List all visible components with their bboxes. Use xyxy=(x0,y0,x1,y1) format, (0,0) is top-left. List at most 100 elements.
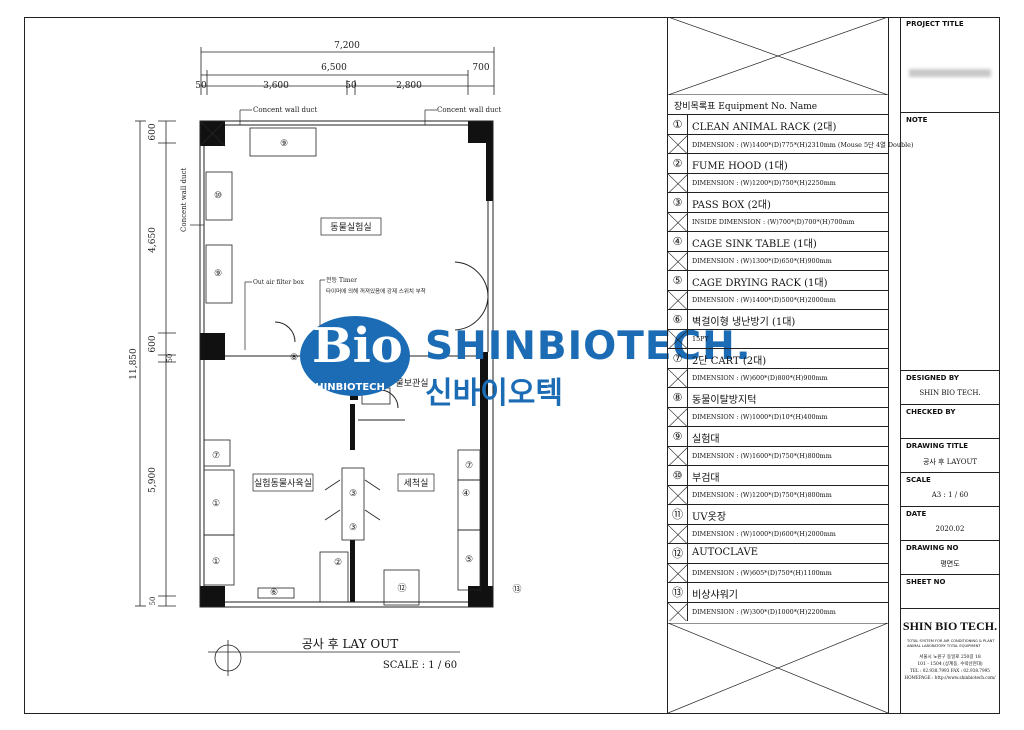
dim-left-bottom: 50 xyxy=(149,597,157,606)
plan-scale: SCALE : 1 / 60 xyxy=(383,660,457,671)
dim-left-mid-a: 600 xyxy=(148,335,158,352)
date-value: 2020.02 xyxy=(935,525,965,533)
equipment-number: ① xyxy=(668,115,688,134)
equipment-number: ⑦ xyxy=(668,349,688,368)
drawing-no-label: DRAWING NO xyxy=(906,544,959,552)
timer-title: 전등 Timer xyxy=(326,276,357,284)
equipment-number: ④ xyxy=(668,232,688,251)
equipment-name: 실험대 xyxy=(692,434,720,445)
equipment-dimension-row: DIMENSION : (W)1200*(D)750*(H)2250mm xyxy=(668,172,888,192)
cross-mark-icon xyxy=(668,251,688,270)
cross-mark-icon xyxy=(668,173,688,192)
equipment-name-row: ⑤ CAGE DRYING RACK (1대) xyxy=(668,270,888,290)
timer-note: 타이머에 의해 꺼져있음에 강제 스위치 부착 xyxy=(326,287,426,295)
marker-8: ⑧ xyxy=(290,353,298,363)
equipment-name-row: ⑬ 비상샤워기 xyxy=(668,582,888,602)
drawing-no-value: 평면도 xyxy=(940,560,960,568)
marker-7b: ⑦ xyxy=(465,461,473,471)
dim-left-mid-b: 50 xyxy=(166,354,174,363)
dim-top-right: 700 xyxy=(472,63,489,73)
sheet-no-label: SHEET NO xyxy=(906,578,946,586)
cross-mark-icon xyxy=(668,134,688,153)
sheet-no-cell: SHEET NO xyxy=(901,575,999,609)
dim-top-first: 3,600 xyxy=(263,81,289,91)
room-label-wash: 세척실 xyxy=(404,478,429,489)
company-cell: SHIN BIO TECH. TOTAL SYSTEM FOR AIR COND… xyxy=(901,609,999,714)
equipment-table-header-cross xyxy=(668,17,888,95)
equipment-dimension-row: INSIDE DIMENSION : (W)700*(D)700*(H)700m… xyxy=(668,211,888,231)
equipment-number: ⑩ xyxy=(668,466,688,485)
dim-top-mid: 6,500 xyxy=(321,63,347,73)
company-tagline: TOTAL SYSTEM FOR AIR CONDITIONING & PLAN… xyxy=(907,639,995,648)
designed-by-value: SHIN BIO TECH. xyxy=(919,389,981,397)
equipment-dimension-row: DIMENSION : (W)1000*(D)10*(H)400mm xyxy=(668,406,888,426)
equipment-name: AUTOCLAVE xyxy=(692,547,759,558)
equipment-dimension-row: 15PY xyxy=(668,328,888,348)
marker-2: ② xyxy=(334,558,342,568)
company-logo: SHIN BIO TECH. xyxy=(902,619,998,633)
date-cell: DATE 2020.02 xyxy=(901,507,999,541)
equipment-number: ⑥ xyxy=(668,310,688,329)
duct-label-top-left: Concent wall duct xyxy=(253,106,317,114)
cross-mark-icon xyxy=(668,368,688,387)
dim-top-left-end: 50 xyxy=(195,81,207,91)
equipment-dimension: DIMENSION : (W)600*(D)800*(H)900mm xyxy=(692,373,828,382)
equipment-table-header: 장비목록표 Equipment No. Name xyxy=(674,102,818,112)
cross-mark-icon xyxy=(668,602,688,621)
dim-top-gap: 50 xyxy=(345,81,357,91)
equipment-dimension-row: DIMENSION : (W)600*(D)800*(H)900mm xyxy=(668,367,888,387)
equipment-name: CAGE DRYING RACK (1대) xyxy=(692,278,828,289)
equipment-number: ⑬ xyxy=(668,583,688,602)
company-address-2: 101 - 1504 (상계동, 수락산현대) xyxy=(917,662,983,667)
equipment-name-row: ⑫ AUTOCLAVE xyxy=(668,543,888,563)
equipment-number: ⑪ xyxy=(668,505,688,524)
equipment-number: ⑨ xyxy=(668,427,688,446)
marker-3a: ③ xyxy=(349,489,357,499)
scale-value: A3 : 1 / 60 xyxy=(931,491,969,499)
equipment-number: ⑤ xyxy=(668,271,688,290)
equipment-name: UV옷장 xyxy=(692,512,727,523)
marker-9b: ⑨ xyxy=(214,269,222,279)
project-title-blurred xyxy=(909,69,991,77)
project-title-label: PROJECT TITLE xyxy=(906,20,964,28)
equipment-dimension: DIMENSION : (W)605*(D)750*(H)1100mm xyxy=(692,568,832,577)
drawing-sheet xyxy=(24,17,1000,714)
company-homepage: HOMEPAGE : http://www.shinbiotech.com/ xyxy=(904,675,996,680)
marker-5: ⑤ xyxy=(465,555,473,565)
room-label-breeding: 실험동물사육실 xyxy=(254,478,312,489)
equipment-number: ② xyxy=(668,154,688,173)
scale-cell: SCALE A3 : 1 / 60 xyxy=(901,473,999,507)
equipment-name: PASS BOX (2대) xyxy=(692,200,771,211)
marker-1a: ① xyxy=(212,499,220,509)
duct-label-left: Concent wall duct xyxy=(180,168,188,232)
scale-label: SCALE xyxy=(906,476,931,484)
cross-mark-icon xyxy=(668,329,688,348)
equipment-name-row: ⑪ UV옷장 xyxy=(668,504,888,524)
equipment-dimension-row: DIMENSION : (W)300*(D)1000*(H)2200mm xyxy=(668,601,888,621)
equipment-dimension: INSIDE DIMENSION : (W)700*(D)700*(H)700m… xyxy=(692,217,855,226)
cross-mark-icon xyxy=(668,485,688,504)
title-block: PROJECT TITLE NOTE DESIGNED BY SHIN BIO … xyxy=(900,17,1000,714)
equipment-number: ⑧ xyxy=(668,388,688,407)
marker-4: ④ xyxy=(462,489,470,499)
cross-mark-icon xyxy=(668,290,688,309)
equipment-dimension-row: DIMENSION : (W)1400*(D)500*(H)2000mm xyxy=(668,289,888,309)
watermark-brand-kr: 신바이오텍 xyxy=(425,376,563,411)
equipment-name: CAGE SINK TABLE (1대) xyxy=(692,239,817,250)
equipment-table-footer-cross xyxy=(668,623,888,714)
date-label: DATE xyxy=(906,510,927,518)
equipment-dimension: DIMENSION : (W)1400*(D)775*(H)2310mm (Mo… xyxy=(692,140,914,149)
equipment-number: ⑫ xyxy=(668,544,688,563)
watermark-logo xyxy=(300,316,410,396)
equipment-name: 비상샤워기 xyxy=(692,590,738,601)
drawing-no-cell: DRAWING NO 평면도 xyxy=(901,541,999,575)
dim-left-top: 600 xyxy=(148,123,158,140)
equipment-name: 벽걸이형 냉난방기 (1대) xyxy=(692,317,796,328)
marker-10: ⑩ xyxy=(214,191,222,201)
watermark-logo-text: Bio xyxy=(312,318,403,374)
